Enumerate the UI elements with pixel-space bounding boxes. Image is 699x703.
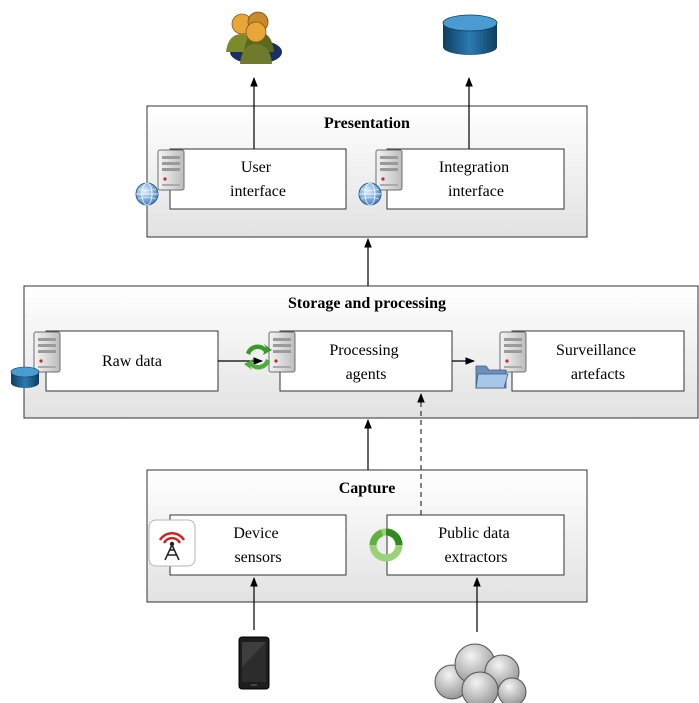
- server-icon: [157, 149, 185, 191]
- users-icon: [226, 11, 282, 64]
- storage-layer-title: Storage and processing: [288, 295, 446, 312]
- server-icon: [33, 331, 61, 373]
- globe-icon: [135, 182, 159, 206]
- surveillance-artefacts-box: [511, 330, 685, 392]
- device-sensors-label: Device sensors: [233, 525, 282, 566]
- device-sensors-box: [169, 514, 347, 576]
- public-data-extractors-label: Public data extractors: [438, 525, 514, 566]
- globe-icon: [358, 182, 382, 206]
- database-icon: [10, 366, 40, 388]
- database-icon: [442, 14, 498, 55]
- processing-agents-box: [279, 330, 453, 392]
- integration-interface-box: [386, 148, 565, 210]
- presentation-layer-title: Presentation: [324, 115, 410, 132]
- server-icon: [375, 149, 403, 191]
- ring-icon: [369, 528, 403, 562]
- antenna-sensor-icon: [148, 519, 196, 567]
- raw-data-label: Raw data: [102, 353, 162, 370]
- cloud-icon: [434, 643, 527, 703]
- server-icon: [268, 331, 296, 373]
- capture-layer-title: Capture: [339, 480, 396, 497]
- processing-agents-label: Processing agents: [329, 342, 402, 383]
- smartphone-icon: [238, 636, 270, 690]
- server-icon: [499, 331, 527, 373]
- user-interface-box: [169, 148, 347, 210]
- recycle-icon: [244, 344, 272, 370]
- integration-interface-label: Integration interface: [439, 159, 513, 200]
- public-data-extractors-box: [386, 514, 565, 576]
- folder-icon: [475, 365, 509, 389]
- surveillance-artefacts-label: Surveillance artefacts: [556, 342, 640, 383]
- user-interface-label: User interface: [230, 159, 286, 200]
